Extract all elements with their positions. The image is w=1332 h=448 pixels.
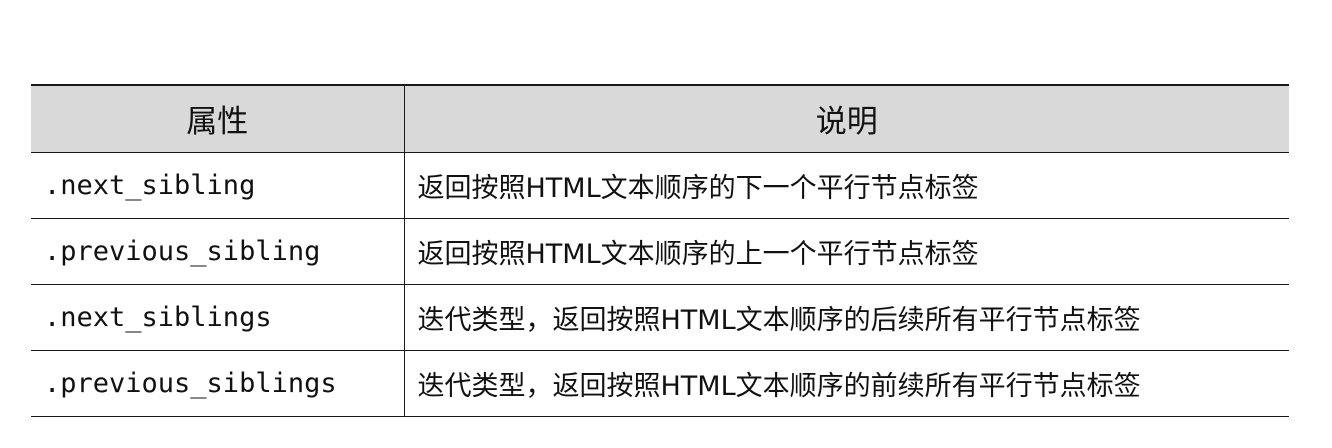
table-row: .next_siblings 迭代类型，返回按照HTML文本顺序的后续所有平行节… bbox=[31, 284, 1289, 351]
table-body: .next_sibling 返回按照HTML文本顺序的下一个平行节点标签 .pr… bbox=[31, 152, 1289, 417]
table-header: 属性 说明 bbox=[31, 84, 1289, 153]
table-row: .previous_sibling 返回按照HTML文本顺序的上一个平行节点标签 bbox=[31, 218, 1289, 285]
attribute-table: 属性 说明 .next_sibling 返回按照HTML文本顺序的下一个平行节点… bbox=[31, 84, 1289, 417]
description-cell: 迭代类型，返回按照HTML文本顺序的前续所有平行节点标签 bbox=[404, 350, 1289, 417]
header-property: 属性 bbox=[31, 84, 405, 153]
description-cell: 迭代类型，返回按照HTML文本顺序的后续所有平行节点标签 bbox=[404, 284, 1289, 351]
header-row: 属性 说明 bbox=[31, 84, 1289, 153]
description-cell: 返回按照HTML文本顺序的上一个平行节点标签 bbox=[404, 218, 1289, 285]
table-row: .next_sibling 返回按照HTML文本顺序的下一个平行节点标签 bbox=[31, 152, 1289, 219]
property-cell: .previous_sibling bbox=[31, 218, 405, 285]
property-cell: .next_sibling bbox=[31, 152, 405, 219]
property-cell: .previous_siblings bbox=[31, 350, 405, 417]
header-description: 说明 bbox=[404, 84, 1289, 153]
description-cell: 返回按照HTML文本顺序的下一个平行节点标签 bbox=[404, 152, 1289, 219]
property-cell: .next_siblings bbox=[31, 284, 405, 351]
table-row: .previous_siblings 迭代类型，返回按照HTML文本顺序的前续所… bbox=[31, 350, 1289, 417]
